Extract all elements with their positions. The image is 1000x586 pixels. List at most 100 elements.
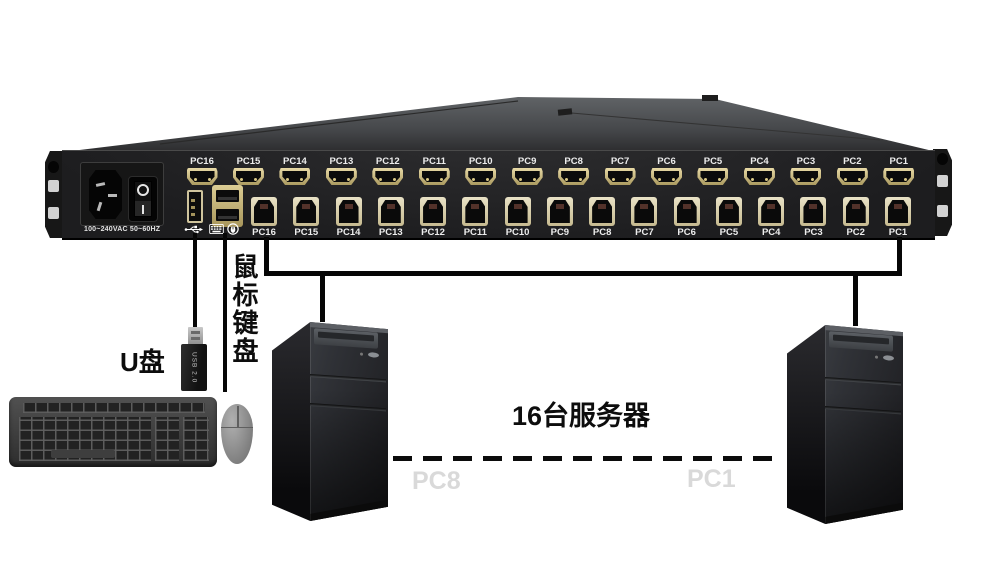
usb-b-port-row: PC16 PC15 PC14 PC13	[246, 197, 916, 238]
faint-server-label-pc8: PC8	[412, 467, 461, 495]
usb-b-port-cell: PC7	[626, 197, 662, 238]
usb-b-port-icon	[758, 197, 785, 226]
cable-pc16-down	[264, 237, 269, 275]
usb-b-port-icon	[504, 197, 531, 226]
hdmi-port-icon	[372, 168, 404, 185]
usb-b-port-icon	[589, 197, 616, 226]
usb-b-port-cell: PC10	[500, 197, 536, 238]
usb-b-port-icon	[546, 197, 573, 226]
hdmi-port-icon	[325, 168, 357, 185]
servers-ellipsis-dashed-line	[393, 456, 775, 461]
hdmi-port-label: PC14	[283, 156, 307, 167]
hdmi-port-icon	[604, 168, 636, 185]
usb-b-port-icon	[842, 197, 869, 226]
faint-server-label-pc1: PC1	[687, 465, 736, 493]
usb-b-port-icon	[673, 197, 700, 226]
usb-b-port-label: PC1	[888, 227, 908, 238]
console-usb-port	[187, 190, 203, 223]
usb-drive-body-text: USB 2.0	[190, 351, 198, 384]
power-off-symbol	[137, 184, 149, 196]
usb-b-port-label: PC10	[505, 227, 530, 238]
hdmi-port-label: PC2	[843, 156, 862, 167]
usb-b-port-label: PC15	[294, 227, 319, 238]
rack-ear-right	[933, 149, 952, 236]
power-module	[80, 162, 164, 226]
usb-b-port-cell: PC4	[753, 197, 789, 238]
hdmi-port-cell: PC6	[647, 156, 687, 185]
usb-b-port-label: PC11	[463, 227, 487, 238]
usb-b-port-label: PC6	[677, 227, 696, 238]
hdmi-port-cell: PC16	[182, 156, 222, 185]
usb-b-port-icon	[377, 197, 404, 226]
usb-b-port-cell: PC6	[669, 197, 705, 238]
usb-drive-callout: U盘	[120, 347, 165, 377]
cable-usb-drive	[193, 233, 197, 328]
server-tower-left	[272, 318, 388, 521]
power-on-symbol	[142, 205, 144, 214]
usb-b-port-label: PC2	[846, 227, 865, 238]
usb-b-port-icon	[420, 197, 447, 226]
hdmi-port-cell: PC10	[461, 156, 501, 185]
hdmi-port-cell: PC3	[786, 156, 826, 185]
cable-drop-left-server	[320, 272, 325, 322]
ear-slot	[937, 175, 948, 187]
ear-slot	[937, 205, 948, 217]
usb-b-port-label: PC3	[804, 227, 823, 238]
usb-b-port-icon	[631, 197, 658, 226]
usb-b-port-icon	[715, 197, 742, 226]
usb-b-port-cell: PC1	[880, 197, 916, 238]
server-tower-right	[787, 321, 903, 524]
tower-shading	[310, 322, 388, 521]
servers-caption: 16台服务器	[512, 401, 651, 431]
usb-b-port-icon	[462, 197, 489, 226]
usb-b-port-cell: PC13	[373, 197, 409, 238]
hdmi-port-cell: PC12	[368, 156, 408, 185]
kvm-top-surface	[63, 95, 937, 153]
power-switch[interactable]	[128, 176, 158, 222]
hdmi-port-label: PC13	[329, 156, 354, 167]
hdmi-port-label: PC10	[468, 156, 493, 167]
keyboard-nav-keys	[155, 417, 179, 461]
power-inlet-icon	[89, 170, 122, 219]
hdmi-port-icon	[743, 168, 775, 185]
usb-slot	[216, 209, 239, 221]
hdmi-port-label: PC7	[610, 156, 630, 167]
usb-b-port-label: PC5	[719, 227, 739, 238]
usb-b-port-label: PC13	[378, 227, 403, 238]
hdmi-port-icon	[697, 168, 729, 185]
hdmi-port-cell: PC4	[739, 156, 779, 185]
usb-b-port-cell: PC9	[542, 197, 578, 238]
usb-b-port-icon	[884, 197, 911, 226]
hdmi-port-label: PC12	[375, 156, 400, 167]
keyboard-icon	[209, 224, 224, 234]
hdmi-port-cell: PC5	[693, 156, 733, 185]
tower-side-face	[272, 322, 311, 521]
hdmi-port-icon	[651, 168, 683, 185]
usb-b-port-cell: PC2	[838, 197, 874, 238]
usb-b-port-label: PC9	[550, 227, 570, 238]
rack-ear-left	[45, 151, 64, 238]
cable-pc1-down	[897, 237, 902, 275]
ear-slot	[48, 207, 59, 219]
tower-side-face	[787, 325, 826, 524]
usb-b-port-icon	[800, 197, 827, 226]
usb-b-port-label: PC8	[592, 227, 612, 238]
cable-drop-right-server	[853, 272, 858, 326]
hdmi-port-cell: PC2	[832, 156, 872, 185]
hdmi-port-label: PC9	[517, 156, 537, 167]
hdmi-port-cell: PC1	[879, 156, 919, 185]
hdmi-port-icon	[279, 168, 311, 185]
hdmi-port-label: PC4	[750, 156, 769, 167]
keyboard	[9, 397, 217, 467]
hdmi-port-icon	[186, 168, 218, 185]
hdmi-port-cell: PC13	[321, 156, 361, 185]
usb-b-port-icon	[293, 197, 320, 226]
hdmi-port-label: PC6	[657, 156, 676, 167]
hdmi-port-label: PC3	[796, 156, 816, 167]
usb-icon	[184, 225, 203, 234]
hdmi-port-cell: PC15	[228, 156, 268, 185]
hdmi-port-icon	[465, 168, 497, 185]
keyboard-numpad	[183, 417, 209, 461]
hdmi-port-label: PC8	[564, 156, 583, 167]
